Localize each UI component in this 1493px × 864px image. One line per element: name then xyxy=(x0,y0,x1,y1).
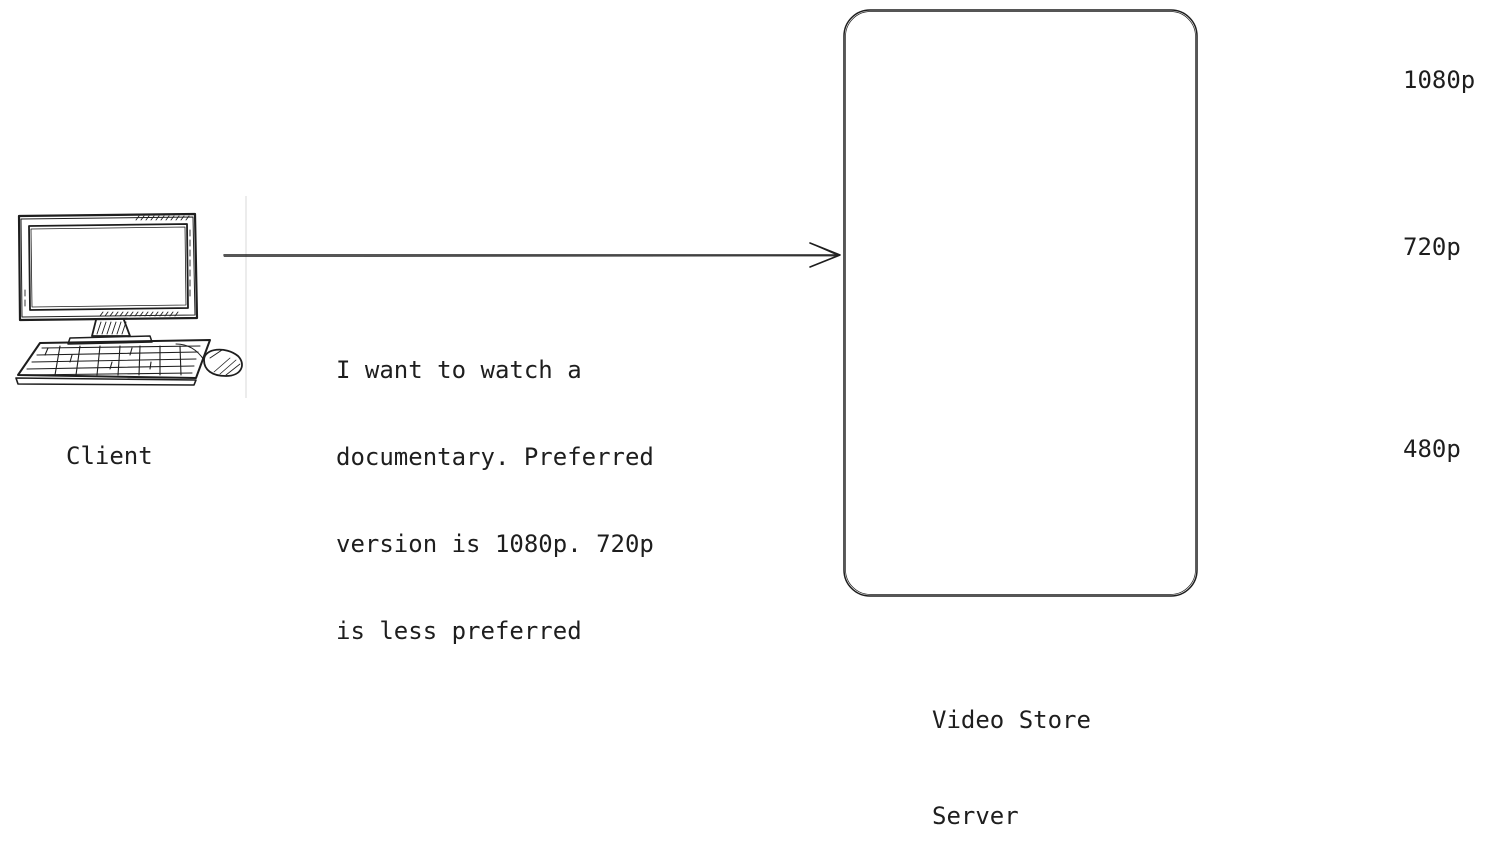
request-line: I want to watch a xyxy=(336,356,582,384)
video-store-server-box xyxy=(843,9,1198,597)
request-line: version is 1080p. 720p xyxy=(336,530,654,558)
request-arrow xyxy=(223,242,841,268)
server-label-line: Video Store xyxy=(932,706,1091,734)
client-label: Client xyxy=(66,442,153,470)
request-message: I want to watch a documentary. Preferred… xyxy=(336,298,654,675)
server-label: Video Store Server xyxy=(932,640,1091,864)
request-line: is less preferred xyxy=(336,617,582,645)
resolution-1080p: 1080p xyxy=(1403,66,1476,94)
server-label-line: Server xyxy=(932,802,1019,830)
request-line: documentary. Preferred xyxy=(336,443,654,471)
resolution-720p: 720p xyxy=(1403,233,1461,261)
resolution-480p: 480p xyxy=(1403,435,1461,463)
diagram-canvas xyxy=(15,9,1198,597)
desktop-computer-icon xyxy=(15,212,243,386)
